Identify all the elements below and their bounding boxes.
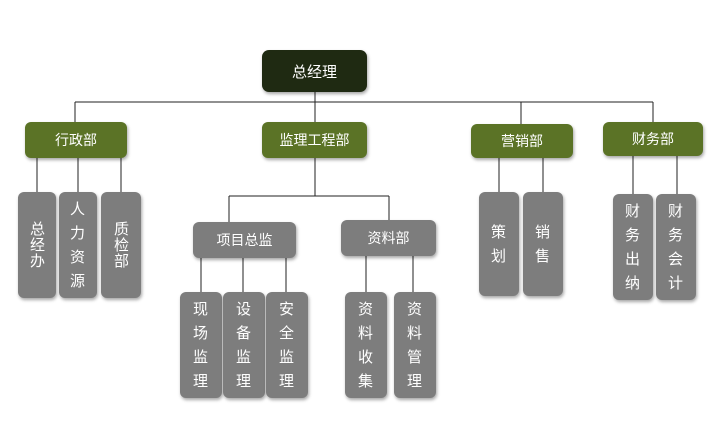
node-label: 财务出纳 xyxy=(624,202,641,292)
node-marketing-dept: 营销部 xyxy=(471,124,573,158)
node-label: 行政部 xyxy=(55,133,97,149)
node-label: 营销部 xyxy=(501,134,543,150)
node-label: 销售 xyxy=(534,223,551,265)
node-general-office: 总经办 xyxy=(18,192,56,298)
node-documents-dept: 资料部 xyxy=(341,220,436,256)
node-supervision-dept: 监理工程部 xyxy=(262,122,367,158)
node-label: 现场监理 xyxy=(192,300,209,390)
node-label: 设备监理 xyxy=(235,300,252,390)
node-label: 总经理 xyxy=(291,62,337,81)
node-sales: 销售 xyxy=(523,192,563,296)
node-label: 安全监理 xyxy=(278,300,295,390)
node-human-resources: 人力资源 xyxy=(59,192,97,298)
node-label: 质检部 xyxy=(112,221,130,269)
node-general-manager: 总经理 xyxy=(262,50,367,92)
node-label: 总经办 xyxy=(28,221,46,269)
node-planning: 策划 xyxy=(479,192,519,296)
node-site-supervision: 现场监理 xyxy=(180,292,222,398)
node-document-collection: 资料收集 xyxy=(345,292,387,398)
node-label: 人力资源 xyxy=(69,200,86,290)
node-finance-accounting: 财务会计 xyxy=(656,194,696,300)
node-label: 财务会计 xyxy=(667,202,684,292)
node-label: 资料收集 xyxy=(357,300,374,390)
node-equipment-supervision: 设备监理 xyxy=(223,292,265,398)
node-label: 资料管理 xyxy=(406,300,423,390)
node-label: 项目总监 xyxy=(216,233,273,249)
node-quality-dept: 质检部 xyxy=(101,192,141,298)
node-finance-dept: 财务部 xyxy=(603,122,703,156)
node-finance-cashier: 财务出纳 xyxy=(613,194,653,300)
node-label: 财务部 xyxy=(632,132,674,148)
node-project-director: 项目总监 xyxy=(193,222,296,258)
node-safety-supervision: 安全监理 xyxy=(266,292,308,398)
node-label: 监理工程部 xyxy=(279,133,350,149)
node-document-management: 资料管理 xyxy=(394,292,436,398)
node-admin-dept: 行政部 xyxy=(25,122,127,158)
node-label: 策划 xyxy=(490,223,507,265)
node-label: 资料部 xyxy=(367,231,410,247)
